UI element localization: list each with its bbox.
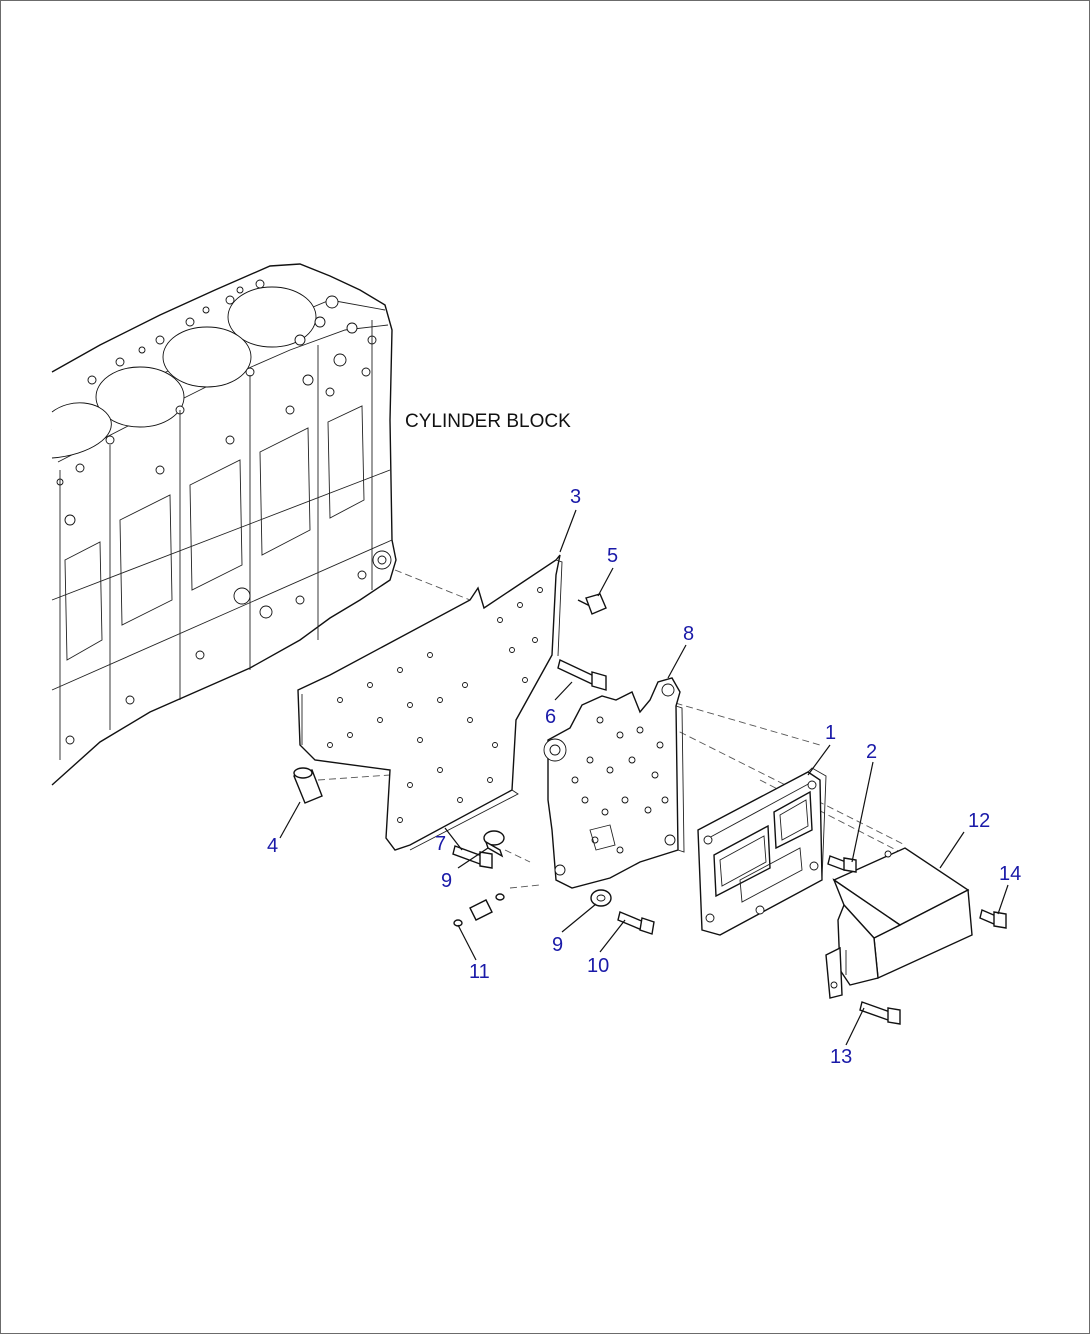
callout-1: 1 xyxy=(825,722,836,744)
leader-lines xyxy=(279,509,1009,1046)
callout-9-lower: 9 xyxy=(552,934,563,956)
part-6-bolt xyxy=(557,659,607,691)
callout-12: 12 xyxy=(968,810,990,832)
part-4-spacer xyxy=(293,767,323,804)
callout-9-upper: 9 xyxy=(441,870,452,892)
bracket-holes xyxy=(571,716,669,854)
callout-6: 6 xyxy=(545,706,556,728)
block-bolt-holes xyxy=(56,279,377,486)
callout-13: 13 xyxy=(830,1046,852,1068)
callout-3: 3 xyxy=(570,486,581,508)
callout-4: 4 xyxy=(267,835,278,857)
part-9-plug-lower xyxy=(590,889,612,907)
callout-8: 8 xyxy=(683,623,694,645)
part-13-bolt xyxy=(859,1001,901,1025)
callout-5: 5 xyxy=(607,545,618,567)
part-10-bolt xyxy=(617,911,655,935)
part-11-sensor xyxy=(453,893,505,927)
cylinder-block-label: CYLINDER BLOCK xyxy=(405,411,571,432)
callout-11: 11 xyxy=(469,961,490,983)
part-8-ecm-bracket xyxy=(543,677,685,889)
plate-holes xyxy=(327,587,543,823)
cylinder-block xyxy=(51,263,397,786)
part-7-bolt xyxy=(452,845,493,869)
callout-14: 14 xyxy=(999,863,1021,885)
part-9-plug-upper xyxy=(483,830,505,858)
part-2-bolt xyxy=(827,855,857,873)
part-3-mounting-plate xyxy=(297,554,563,851)
callouts: 1 2 3 4 5 6 7 8 9 9 10 11 12 13 14 xyxy=(267,486,1021,1068)
part-14-bolt xyxy=(979,909,1007,929)
callout-10: 10 xyxy=(587,955,609,977)
callout-2: 2 xyxy=(866,741,877,763)
part-1-ecm xyxy=(697,767,827,936)
part-12-cover xyxy=(825,847,973,999)
callout-7: 7 xyxy=(435,833,446,855)
part-5-bolt xyxy=(577,593,607,615)
